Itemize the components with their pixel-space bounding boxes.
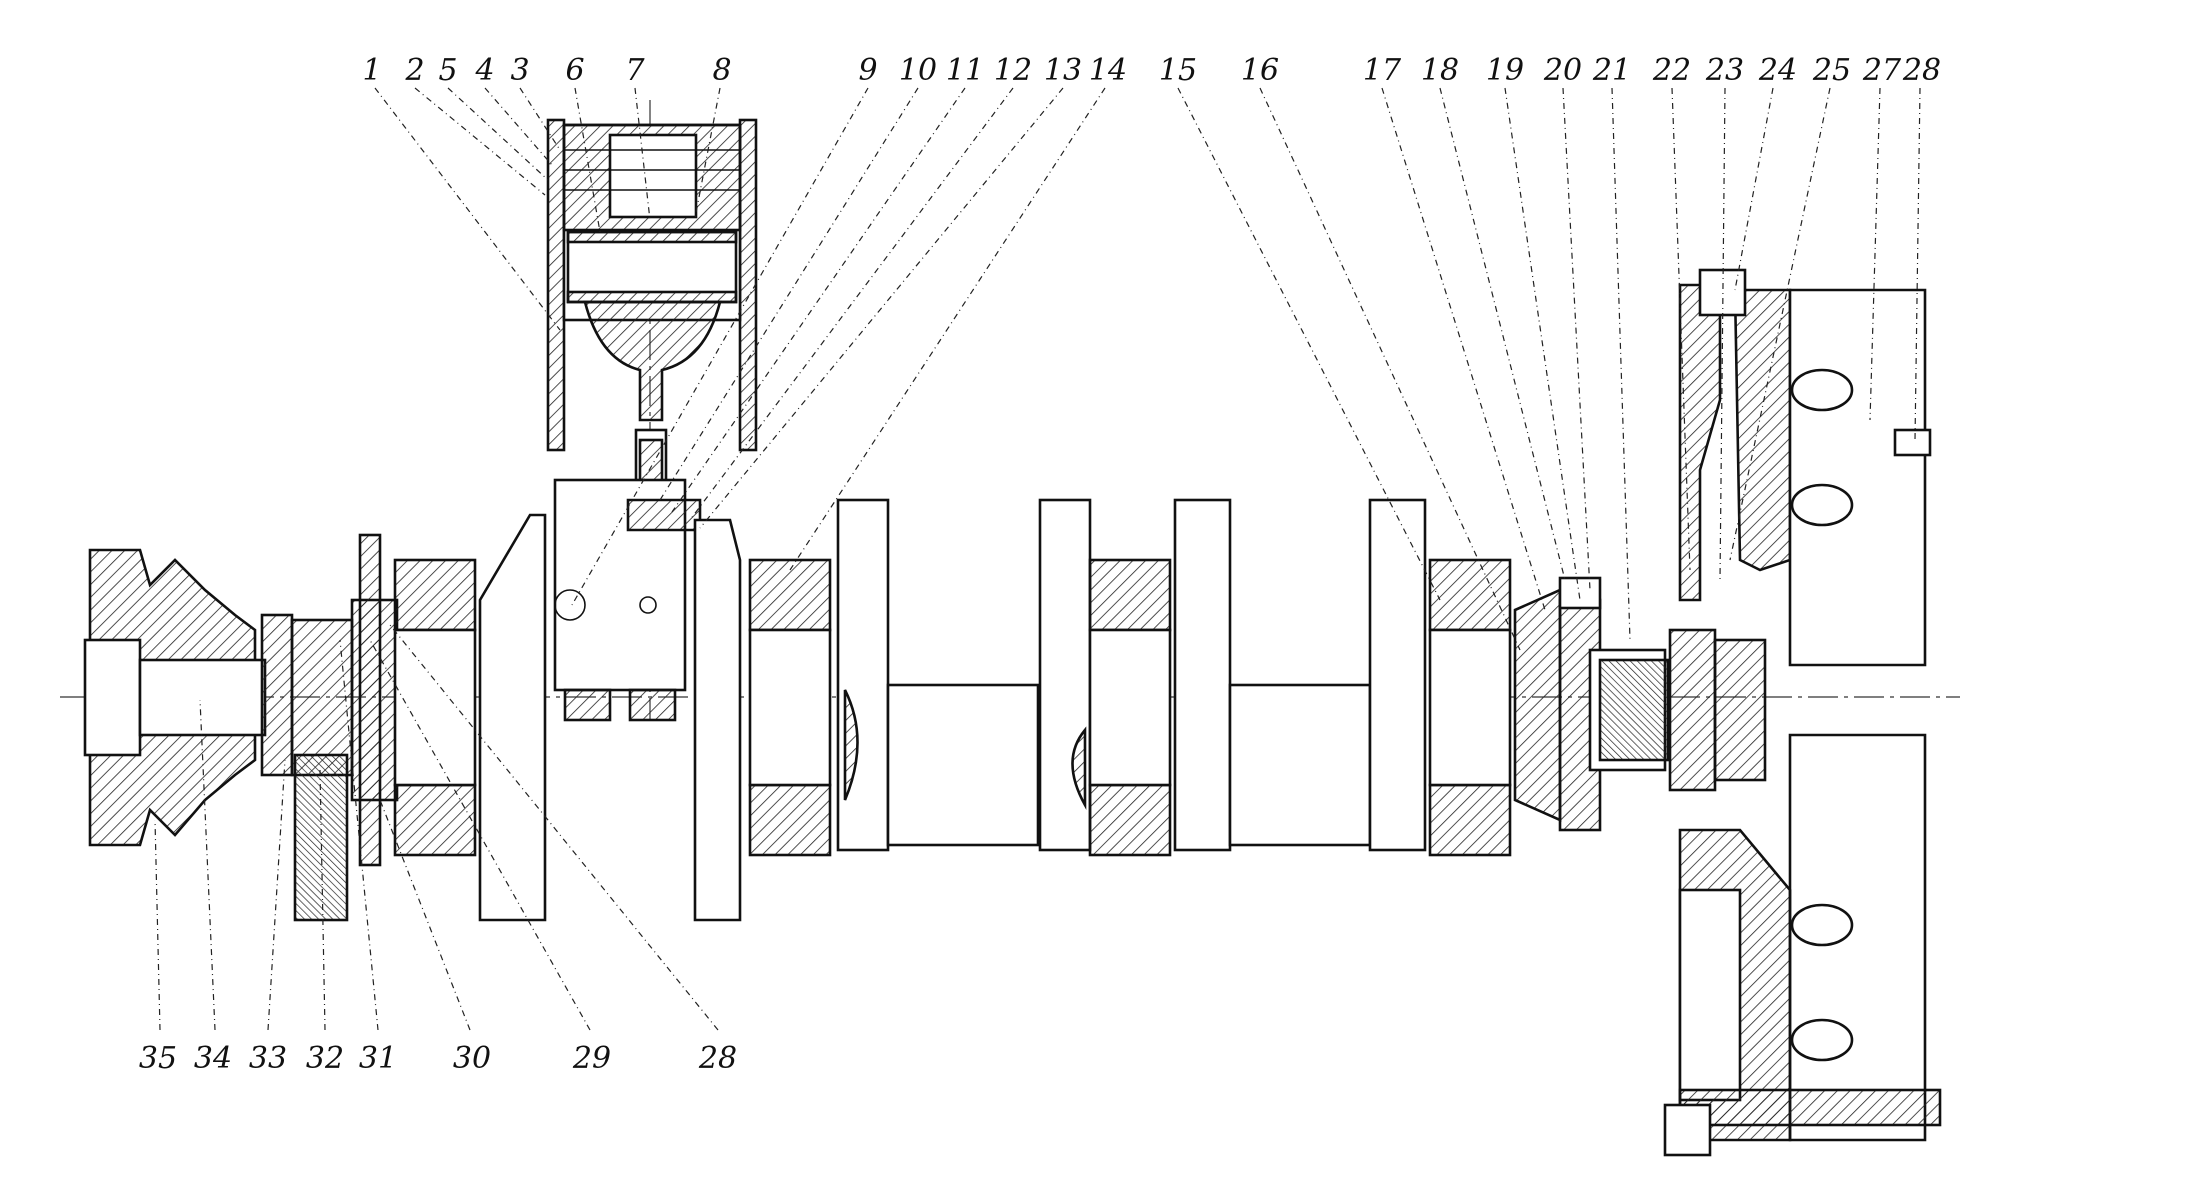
callout-14: 14	[1089, 53, 1127, 88]
callout-29: 29	[572, 1041, 611, 1076]
callout-31: 31	[359, 1041, 397, 1076]
callout-7: 7	[625, 53, 645, 88]
callout-5: 5	[438, 53, 457, 88]
callout-23: 23	[1705, 53, 1744, 88]
callout-19: 19	[1486, 53, 1524, 88]
callout-27: 27	[1862, 53, 1902, 88]
callout-20: 20	[1543, 53, 1582, 88]
starter-nut	[83, 638, 142, 757]
callout-24: 24	[1758, 53, 1797, 88]
callout-8: 8	[712, 53, 731, 88]
flywheel-housing	[1663, 268, 1942, 1157]
crank-web-4	[1173, 498, 1232, 852]
rear-crankpin	[1228, 683, 1372, 847]
crank-throw-1	[553, 478, 702, 722]
leader-lines-top	[374, 87, 1921, 651]
callout-16: 16	[1241, 53, 1279, 88]
counterweight-1	[478, 513, 547, 922]
crankshaft-pulley	[83, 548, 267, 847]
callout-11: 11	[946, 53, 984, 88]
callout-9: 9	[858, 53, 877, 88]
callout-17: 17	[1363, 53, 1402, 88]
main-bearing-3	[1088, 558, 1172, 857]
center-crankpin	[886, 683, 1040, 847]
counterweight-2	[693, 518, 742, 922]
leader-lines-bottom	[154, 624, 719, 1031]
callout-32: 32	[306, 1041, 344, 1076]
callout-10: 10	[899, 53, 937, 88]
callout-15: 15	[1159, 53, 1197, 88]
crank-web-5	[1368, 498, 1427, 852]
callout-18: 18	[1421, 53, 1459, 88]
callout-25: 25	[1812, 53, 1851, 88]
callout-21: 21	[1592, 53, 1631, 88]
callout-2: 2	[404, 53, 424, 88]
callout-28-top: 28	[1902, 53, 1941, 88]
flywheel-hub	[1513, 576, 1767, 832]
callout-4: 4	[474, 53, 494, 88]
callout-35: 35	[139, 1041, 177, 1076]
front-main-bearing	[393, 558, 477, 857]
callout-12: 12	[994, 53, 1032, 88]
callout-22: 22	[1652, 53, 1691, 88]
callout-13: 13	[1044, 53, 1082, 88]
main-bearing-2	[748, 558, 832, 857]
callout-1: 1	[362, 53, 381, 88]
callout-34: 34	[194, 1041, 232, 1076]
callouts-top: 1 2 5 4 3 6 7 8 9 10 11 12 13 14 15 16 1…	[362, 53, 1941, 88]
callout-3: 3	[510, 53, 529, 88]
callouts-bottom: 35 34 33 32 31 30 29 28	[139, 1041, 737, 1076]
callout-30: 30	[453, 1041, 491, 1076]
callout-33: 33	[249, 1041, 287, 1076]
callout-6: 6	[565, 53, 584, 88]
callout-28: 28	[698, 1041, 737, 1076]
piston-assembly	[546, 118, 758, 512]
rear-main-bearing	[1428, 558, 1512, 857]
front-gear-group	[260, 533, 399, 922]
